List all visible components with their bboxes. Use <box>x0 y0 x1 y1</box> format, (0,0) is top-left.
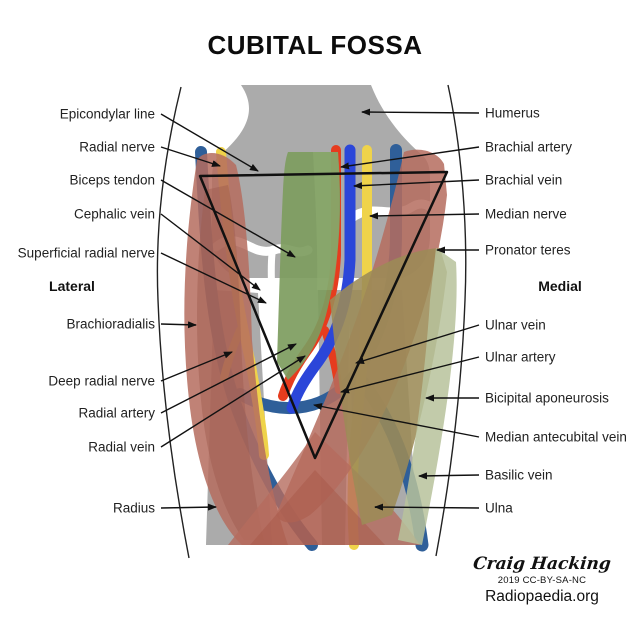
biceps-tendon-slip-shape <box>313 152 340 290</box>
label-humerus: Humerus <box>485 105 540 121</box>
leader-epicondylar-line <box>160 113 259 172</box>
label-cephalic-vein: Cephalic vein <box>73 206 155 222</box>
label-median-nerve: Median nerve <box>485 206 567 222</box>
label-superficial-radial-nerve: Superficial radial nerve <box>17 245 155 261</box>
leader-median-antecubital-vein <box>313 403 480 438</box>
label-deep-radial-nerve: Deep radial nerve <box>48 373 155 389</box>
label-radial-vein: Radial vein <box>88 439 155 455</box>
deep-flexor-overlap-shape <box>250 470 385 545</box>
side-label-lateral: Lateral <box>49 278 95 294</box>
leader-superficial-radial-nerve <box>160 252 267 304</box>
label-median-antecubital-vein: Median antecubital vein <box>485 429 627 445</box>
leader-lines <box>160 108 480 511</box>
leader-cephalic-vein <box>160 213 261 291</box>
leader-median-nerve <box>369 212 480 220</box>
leader-brachioradialis <box>160 321 197 329</box>
label-brachioradialis: Brachioradialis <box>66 316 155 332</box>
leader-ulna <box>374 503 480 511</box>
label-pronator-teres: Pronator teres <box>485 242 571 258</box>
label-brachial-vein: Brachial vein <box>485 172 563 188</box>
arm-outline-left <box>156 86 190 559</box>
leader-radius <box>160 503 217 511</box>
leader-brachial-vein <box>353 179 480 190</box>
brachioradialis-deep-shape <box>196 185 264 540</box>
page-title: CUBITAL FOSSA <box>207 30 423 60</box>
leader-basilic-vein <box>418 472 480 480</box>
bicipital-aponeurosis-shape <box>330 248 447 525</box>
arm-outline-right <box>435 84 467 557</box>
side-label-medial: Medial <box>538 278 582 294</box>
leader-radial-artery <box>160 343 297 414</box>
brachial-vein-vessel <box>286 144 356 414</box>
leader-deep-radial-nerve <box>160 351 233 382</box>
label-epicondylar-line: Epicondylar line <box>59 106 155 122</box>
attribution-block: Craig Hacking 2019 CC-BY-SA-NC Radiopaed… <box>452 554 630 606</box>
leader-radial-vein <box>160 355 306 448</box>
leader-radial-nerve <box>160 146 221 167</box>
label-radial-artery: Radial artery <box>78 405 155 421</box>
attribution-author: Craig Hacking <box>472 554 612 574</box>
label-ulna: Ulna <box>485 500 513 516</box>
label-ulnar-artery: Ulnar artery <box>485 349 556 365</box>
epicondylar-triangle-outline <box>198 170 449 460</box>
label-radius: Radius <box>112 500 155 516</box>
label-biceps-tendon: Biceps tendon <box>69 172 155 188</box>
leader-ulnar-artery <box>340 356 480 394</box>
label-bicipital-aponeurosis: Bicipital aponeurosis <box>485 390 609 406</box>
leader-ulnar-vein <box>355 324 480 364</box>
label-radial-nerve: Radial nerve <box>79 139 155 155</box>
leader-humerus <box>361 108 480 116</box>
leader-brachial-artery <box>340 146 480 170</box>
attribution-license: 2019 CC-BY-SA-NC <box>497 575 587 586</box>
joint-line-stem <box>266 250 276 306</box>
label-brachial-artery: Brachial artery <box>485 139 573 155</box>
label-ulnar-vein: Ulnar vein <box>485 317 546 333</box>
label-basilic-vein: Basilic vein <box>485 467 553 483</box>
leader-biceps-tendon <box>160 179 296 258</box>
attribution-site: Radiopaedia.org <box>485 588 599 605</box>
